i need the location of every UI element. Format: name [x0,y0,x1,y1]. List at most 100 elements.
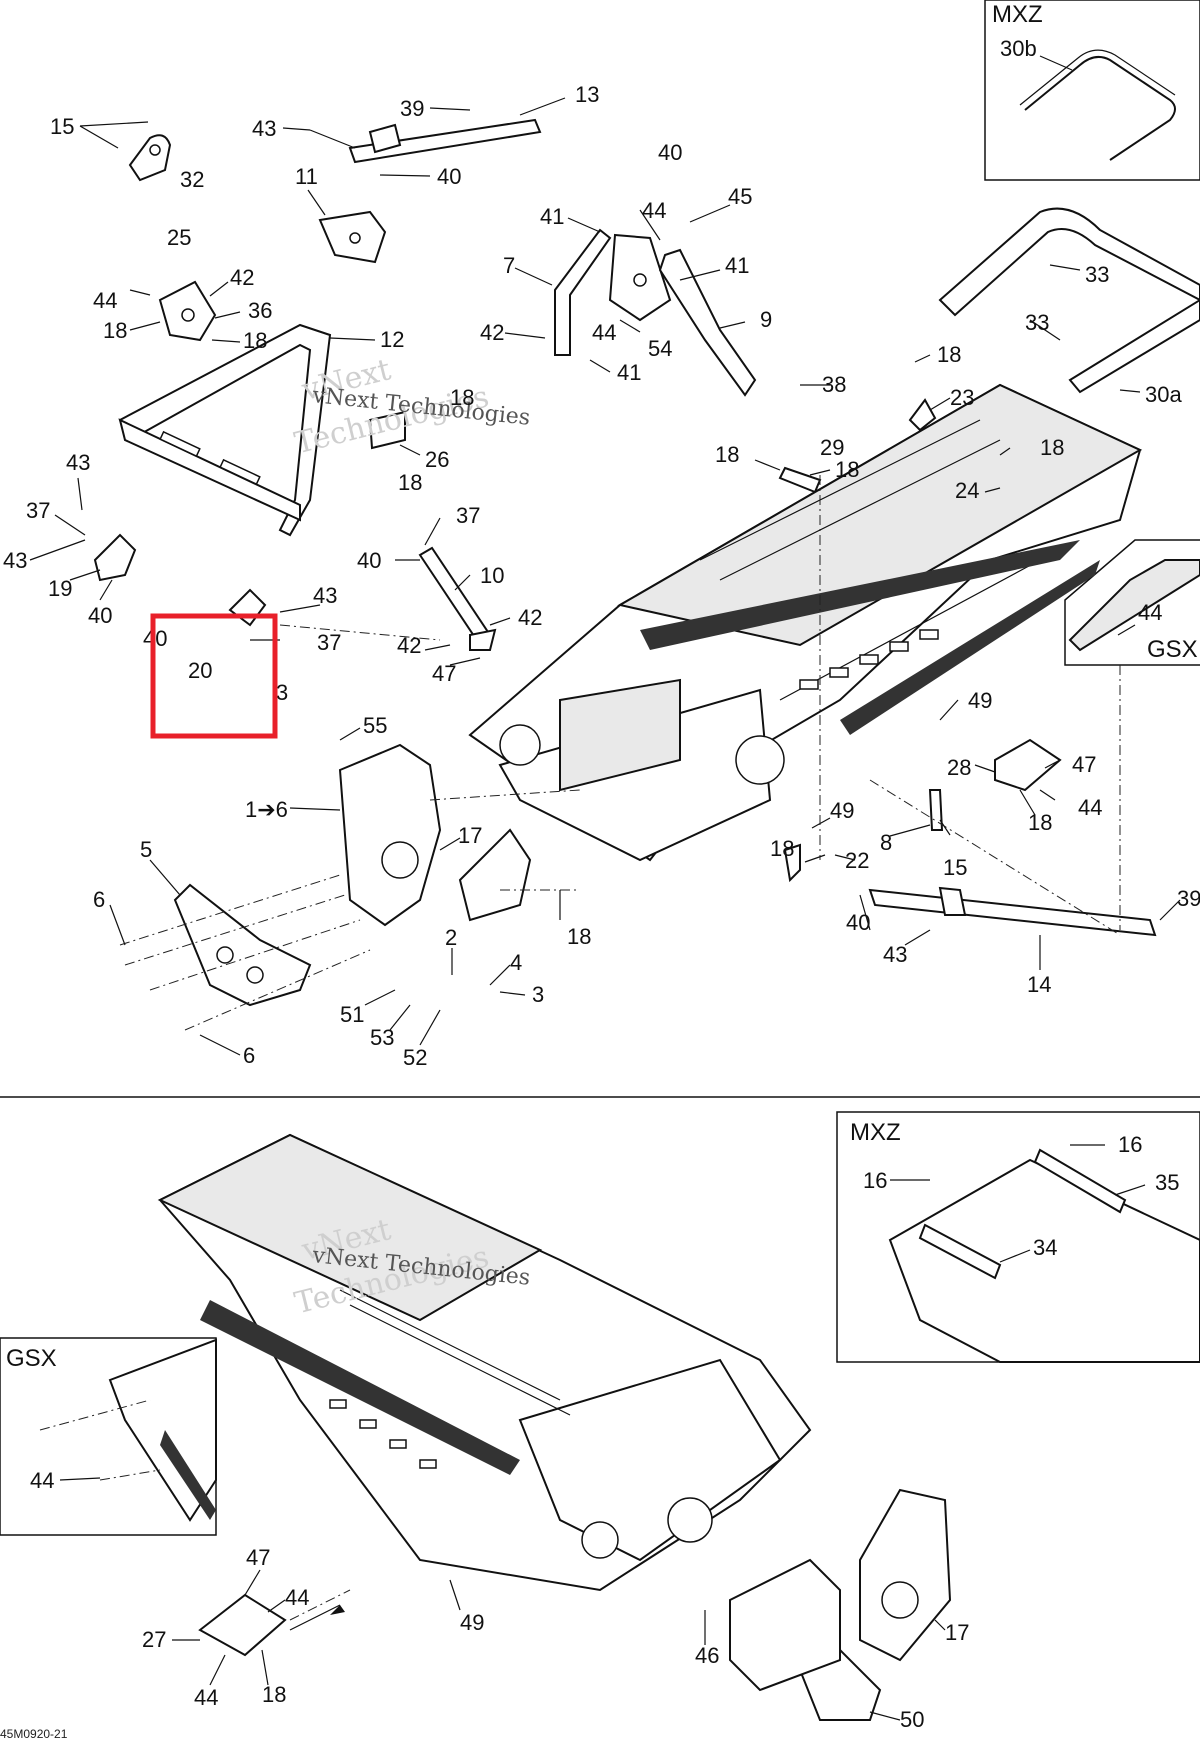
callout-labels: 15 32 43 39 13 40 11 40 41 44 45 7 41 25… [3,82,1200,1732]
label-42: 42 [518,605,542,630]
label-40: 40 [88,603,112,628]
label-43: 43 [883,942,907,967]
label-26: 26 [425,447,449,472]
label-18: 18 [1040,435,1064,460]
label-37: 37 [26,498,50,523]
inset-gsx-bottom-title: GSX [6,1345,57,1372]
label-27: 27 [142,1627,166,1652]
label-40: 40 [437,164,461,189]
part-17-lower-bracket [859,1488,952,1662]
label-47: 47 [432,661,456,686]
label-30a: 30a [1145,382,1182,407]
label-41: 41 [617,360,641,385]
label-30b: 30b [1000,36,1037,61]
label-18: 18 [398,470,422,495]
label-7: 7 [503,253,515,278]
label-42: 42 [230,265,254,290]
label-6: 6 [93,887,105,912]
label-39: 39 [400,96,424,121]
assembly-line-gsx [39,1399,151,1431]
part-30a-loop [938,207,1200,394]
label-44d: 44 [1138,600,1162,625]
label-22: 22 [845,848,869,873]
label-41: 41 [540,204,564,229]
label-19: 19 [48,576,72,601]
label-18: 18 [262,1682,286,1707]
arrow-head-27 [330,1605,345,1615]
label-15: 15 [943,855,967,880]
part-6-bulkhead [338,743,442,927]
label-16: 16 [1118,1132,1142,1157]
label-20: 20 [188,658,212,683]
label-42: 42 [397,633,421,658]
label-24: 24 [955,478,979,503]
part-11-bracket [318,210,387,264]
part-12-frame [118,323,332,537]
label-44: 44 [1078,795,1102,820]
part-7-bracket [554,228,612,356]
part-26-bracket [368,410,406,450]
inset-gsx-bottom: GSX [0,1337,217,1536]
drawing-reference-code: 45M0920-21 [0,1727,68,1741]
label-5: 5 [140,837,152,862]
label-18: 18 [835,457,859,482]
label-55: 55 [363,713,387,738]
label-16: 16 [863,1168,887,1193]
part-10-strut [418,546,497,651]
label-43: 43 [252,116,276,141]
main-tunnel-upper [468,383,1143,862]
label-4: 4 [510,950,522,975]
label-44: 44 [642,198,666,223]
label-33: 33 [1025,310,1049,335]
inset-mxz-bottom-title: MXZ [850,1119,901,1146]
label-17: 17 [945,1620,969,1645]
part-13-bar [348,118,542,164]
label-18: 18 [715,442,739,467]
label-18: 18 [450,385,474,410]
label-43: 43 [313,583,337,608]
label-41: 41 [725,253,749,278]
label-35: 35 [1155,1170,1179,1195]
inset-gsx-top-title: GSX [1147,636,1198,663]
label-42: 42 [480,320,504,345]
label-49: 49 [830,798,854,823]
label-33: 33 [1085,262,1109,287]
highlight-box-part-20 [150,613,278,739]
part-17-bracket [458,828,532,922]
label-36: 36 [248,298,272,323]
label-52: 52 [403,1045,427,1070]
part-28-plate [994,738,1062,792]
label-49: 49 [460,1610,484,1635]
part-54-bracket [608,233,672,322]
label-10: 10 [480,563,504,588]
label-18: 18 [770,836,794,861]
part-frame-front-lower [729,1558,841,1692]
label-44: 44 [285,1585,309,1610]
label-29: 29 [820,435,844,460]
label-17: 17 [458,823,482,848]
label-18: 18 [937,342,961,367]
label-46: 46 [695,1643,719,1668]
part-14-bar [868,886,1157,937]
part-9-bracket [658,248,757,397]
part-25-bracket [158,280,217,342]
label-34: 34 [1033,1235,1057,1260]
part-23-bracket [908,398,937,432]
label-1-to-6: 1➔6 [245,797,288,822]
label-23: 23 [950,385,974,410]
label-43-partial: 3 [276,680,288,705]
label-45: 45 [728,184,752,209]
label-38: 38 [822,372,846,397]
label-37: 37 [456,503,480,528]
label-28: 28 [947,755,971,780]
inset-mxz-top-title: MXZ [992,1,1043,28]
leader-lines [29,97,1181,1721]
label-44: 44 [592,320,616,345]
label-8: 8 [880,830,892,855]
inset-mxz-top: MXZ 30b [984,0,1200,181]
label-44: 44 [93,288,117,313]
assembly-line-27 [289,1589,351,1621]
label-18: 18 [243,328,267,353]
